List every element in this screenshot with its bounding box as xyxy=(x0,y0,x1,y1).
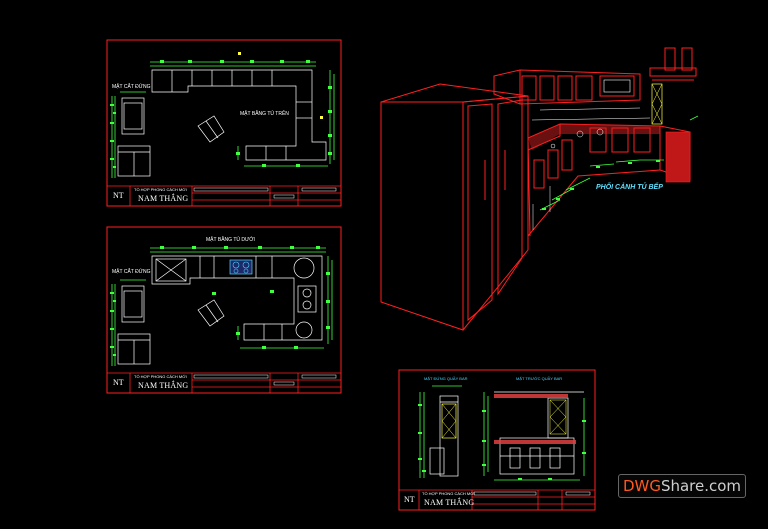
sheet-1-elevation xyxy=(117,97,151,177)
sheet-2-tb-name: NAM THẮNG xyxy=(138,381,189,390)
sheet-3-side-elevation xyxy=(429,395,459,477)
sheet-2-top-label: MẶT BẰNG TỦ DƯỚI xyxy=(206,237,255,243)
sheet-3-front-elevation xyxy=(494,391,584,475)
sheet-3-tb-subtitle: TỔ HỢP PHONG CÁCH MỚI xyxy=(422,491,475,496)
sheet-2-elevation-label: MẶT CẮT ĐỨNG xyxy=(112,269,151,275)
sheet-1-plan xyxy=(151,69,327,161)
sheet-2-cooktop xyxy=(229,259,253,275)
sheet-2-tb-code: NT xyxy=(113,378,124,387)
sheet-2 xyxy=(106,226,342,394)
sheet-1-elevation-label: MẶT CẮT ĐỨNG xyxy=(112,84,151,90)
sheet-1-tb-code: NT xyxy=(113,191,124,200)
sheet-3-left-label: MẶT ĐỨNG QUẦY BAR xyxy=(424,376,468,381)
perspective-title: PHỐI CẢNH TỦ BẾP xyxy=(596,184,663,191)
sheet-2-plan xyxy=(151,255,323,341)
sheet-2-elevation xyxy=(117,285,151,365)
sheet-1-plan-label: MẶT BẰNG TỦ TRÊN xyxy=(240,111,289,117)
kitchen-perspective xyxy=(380,47,699,331)
bar-counter xyxy=(665,131,691,183)
sheet-3-wine-rack xyxy=(441,403,457,439)
sheet-3-frame xyxy=(398,369,596,511)
sheet-2-frame xyxy=(106,226,342,394)
range-hood xyxy=(649,47,697,81)
watermark-brand-b: Share.com xyxy=(660,477,742,495)
sheet-3-right-label: MẶT TRƯỚC QUẦY BAR xyxy=(516,376,563,381)
sheet-1-tb-name: NAM THẮNG xyxy=(138,194,189,203)
upper-cabinets xyxy=(493,69,641,105)
sheet-2-titleblock xyxy=(107,372,341,393)
sheet-1-frame xyxy=(106,39,342,207)
sheet-3-tb-name: NAM THẮNG xyxy=(424,498,475,507)
sheet-1-tb-subtitle: TỔ HỢP PHONG CÁCH MỚI xyxy=(134,187,187,192)
sheet-3-titleblock xyxy=(399,489,595,510)
sheet-1-titleblock xyxy=(107,185,341,206)
watermark-brand-a: DWG xyxy=(622,477,661,495)
sheet-1 xyxy=(106,39,342,207)
tall-cabinet xyxy=(380,83,529,331)
wine-rack-perspective xyxy=(651,83,663,125)
sheet-2-tb-subtitle: TỔ HỢP PHONG CÁCH MỚI xyxy=(134,374,187,379)
sheet-3 xyxy=(398,369,596,511)
sheet-3-tb-code: NT xyxy=(404,495,415,504)
